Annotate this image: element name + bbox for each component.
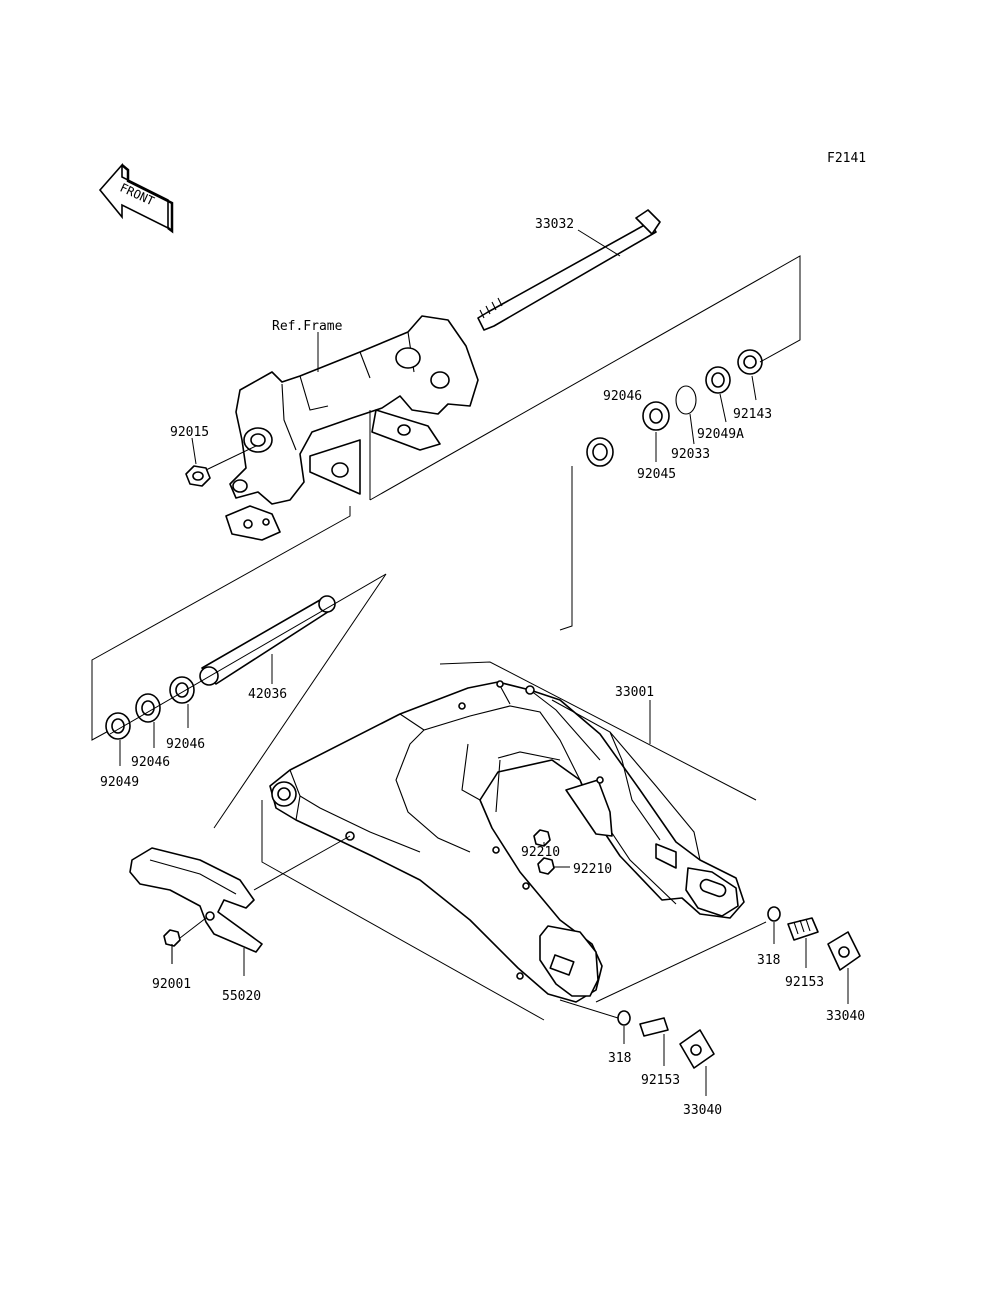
- label-92046-lower-a: 92046: [166, 737, 205, 752]
- label-33040-left: 33040: [683, 1103, 722, 1118]
- bearing-92046-lower-a: [169, 676, 195, 704]
- collar-42036: [199, 595, 336, 686]
- collar-92049A: [705, 366, 731, 394]
- adjuster-block-33040-left: [679, 1029, 715, 1069]
- bearing-92046-lower-b: [135, 693, 161, 723]
- label-92210-b: 92210: [573, 862, 612, 877]
- bearing-92045: [586, 437, 614, 467]
- swingarm: [269, 680, 745, 1003]
- washer-318-right: [767, 906, 781, 922]
- frame-reference: [225, 315, 479, 541]
- chain-guard: [129, 847, 263, 953]
- label-92153-right: 92153: [785, 975, 824, 990]
- label-42036: 42036: [248, 687, 287, 702]
- label-92143: 92143: [733, 407, 772, 422]
- adjuster-block-33040-right: [827, 931, 861, 971]
- label-33001: 33001: [615, 685, 654, 700]
- label-55020: 55020: [222, 989, 261, 1004]
- seal-92049: [105, 712, 131, 740]
- bearing-92046-upper: [642, 401, 670, 431]
- circlip-92033: [675, 385, 697, 415]
- label-92046-lower-b: 92046: [131, 755, 170, 770]
- nut-92015: [185, 465, 211, 487]
- nut-92210-b: [537, 857, 555, 875]
- label-318-right: 318: [757, 953, 780, 968]
- label-92049A: 92049A: [697, 427, 744, 442]
- figure-code: F2141: [827, 151, 866, 166]
- nut-92210-a: [533, 829, 551, 847]
- label-92045: 92045: [637, 467, 676, 482]
- label-92015: 92015: [170, 425, 209, 440]
- washer-318-left: [617, 1010, 631, 1026]
- label-92153-left: 92153: [641, 1073, 680, 1088]
- screw-92001: [163, 929, 181, 964]
- leader-33032: [577, 229, 621, 257]
- pivot-shaft: [477, 209, 661, 331]
- cap-92143: [737, 349, 763, 375]
- ref-frame-label: Ref.Frame: [272, 319, 343, 334]
- label-33032: 33032: [535, 217, 574, 232]
- label-92033: 92033: [671, 447, 710, 462]
- front-arrow-icon: FRONT: [98, 162, 174, 234]
- bolt-92153-right: [787, 917, 819, 941]
- label-92210-a: 92210: [521, 845, 560, 860]
- label-92001: 92001: [152, 977, 191, 992]
- label-33040-right: 33040: [826, 1009, 865, 1024]
- bolt-92153-left: [639, 1017, 669, 1037]
- label-318-left: 318: [608, 1051, 631, 1066]
- label-92049: 92049: [100, 775, 139, 790]
- label-92046-upper: 92046: [603, 389, 642, 404]
